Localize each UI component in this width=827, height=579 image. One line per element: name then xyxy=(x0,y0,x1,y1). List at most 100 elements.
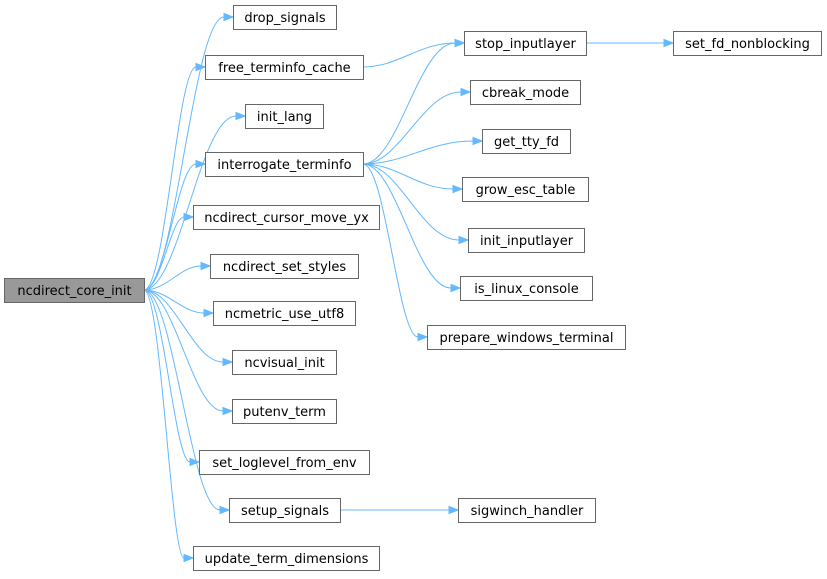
edge-arrowhead xyxy=(189,457,201,467)
edge-ncdirect-core-init-to-set-loglevel-from-env xyxy=(143,289,201,467)
node-box xyxy=(673,31,822,56)
edge-arrowhead xyxy=(663,38,675,48)
node-sigwinch-handler[interactable]: sigwinch_handler xyxy=(458,498,596,523)
node-label: is_linux_console xyxy=(474,282,578,297)
node-box xyxy=(193,205,380,230)
node-prepare-windows-terminal[interactable]: prepare_windows_terminal xyxy=(427,325,626,350)
edge-line xyxy=(143,289,224,363)
edge-ncdirect-core-init-to-update-term-dimensions xyxy=(143,289,195,563)
node-box xyxy=(460,276,593,301)
node-grow-esc-table[interactable]: grow_esc_table xyxy=(462,177,589,202)
node-box xyxy=(462,177,589,202)
node-box xyxy=(464,31,587,56)
edge-line xyxy=(143,265,202,291)
node-label: get_tty_fd xyxy=(494,135,559,150)
edge-line xyxy=(143,289,224,412)
edge-arrowhead xyxy=(223,12,235,22)
nodes-layer: ncdirect_core_init drop_signals free_termi… xyxy=(4,5,822,571)
edge-interrogate-terminfo-to-grow-esc-table xyxy=(362,163,464,194)
edge-line xyxy=(143,115,237,291)
node-init-lang[interactable]: init_lang xyxy=(245,104,324,129)
edge-line xyxy=(362,163,452,289)
node-label: drop_signals xyxy=(244,11,325,26)
node-label: interrogate_terminfo xyxy=(217,158,351,173)
edge-arrowhead xyxy=(448,505,460,515)
edge-ncdirect-core-init-to-ncvisual-init xyxy=(143,289,234,367)
edge-arrowhead xyxy=(219,505,231,515)
node-ncmetric-use-utf8[interactable]: ncmetric_use_utf8 xyxy=(213,301,356,326)
edge-arrowhead xyxy=(458,235,470,245)
edge-line xyxy=(362,42,456,165)
node-init-inputlayer[interactable]: init_inputlayer xyxy=(468,228,585,253)
node-get-tty-fd[interactable]: get_tty_fd xyxy=(482,129,571,154)
node-cbreak-mode[interactable]: cbreak_mode xyxy=(470,80,581,105)
node-update-term-dimensions[interactable]: update_term_dimensions xyxy=(193,546,380,571)
node-set-loglevel-from-env[interactable]: set_loglevel_from_env xyxy=(199,450,370,475)
node-label: ncdirect_cursor_move_yx xyxy=(204,211,369,226)
node-setup-signals[interactable]: setup_signals xyxy=(229,498,341,523)
node-label: ncdirect_core_init xyxy=(17,284,131,299)
node-label: ncdirect_set_styles xyxy=(223,260,347,275)
node-box xyxy=(470,80,581,105)
node-set-fd-nonblocking[interactable]: set_fd_nonblocking xyxy=(673,31,822,56)
node-ncdirect-core-init[interactable]: ncdirect_core_init xyxy=(4,278,145,303)
node-box xyxy=(427,325,626,350)
node-box xyxy=(482,129,571,154)
edge-line xyxy=(362,163,454,190)
node-label: putenv_term xyxy=(243,405,326,420)
edge-arrowhead xyxy=(460,87,472,97)
edge-arrowhead xyxy=(195,62,207,72)
node-label: sigwinch_handler xyxy=(471,504,584,519)
node-is-linux-console[interactable]: is_linux_console xyxy=(460,276,593,301)
node-label: stop_inputlayer xyxy=(475,37,576,52)
edge-line xyxy=(143,66,197,291)
node-label: set_fd_nonblocking xyxy=(685,37,810,52)
node-label: set_loglevel_from_env xyxy=(212,456,357,471)
node-label: prepare_windows_terminal xyxy=(440,331,614,346)
edge-line xyxy=(143,163,197,291)
node-label: ncvisual_init xyxy=(244,356,324,371)
edge-line xyxy=(362,91,462,165)
node-free-terminfo-cache[interactable]: free_terminfo_cache xyxy=(205,55,364,80)
node-ncdirect-set-styles[interactable]: ncdirect_set_styles xyxy=(210,254,359,279)
node-drop-signals[interactable]: drop_signals xyxy=(233,5,337,30)
node-box xyxy=(205,152,364,177)
node-box xyxy=(4,278,145,303)
node-label: free_terminfo_cache xyxy=(218,61,350,76)
edge-interrogate-terminfo-to-stop-inputlayer xyxy=(362,38,466,165)
edge-ncdirect-core-init-to-ncdirect-set-styles xyxy=(143,261,212,291)
edge-interrogate-terminfo-to-init-inputlayer xyxy=(362,163,470,245)
edge-arrowhead xyxy=(203,308,215,318)
edge-line xyxy=(143,289,185,559)
node-stop-inputlayer[interactable]: stop_inputlayer xyxy=(464,31,587,56)
node-box xyxy=(210,254,359,279)
edge-arrowhead xyxy=(183,553,195,563)
edge-ncdirect-core-init-to-setup-signals xyxy=(143,289,231,515)
edge-interrogate-terminfo-to-is-linux-console xyxy=(362,163,462,293)
edge-arrowhead xyxy=(472,136,484,146)
edge-line xyxy=(362,163,460,241)
edge-arrowhead xyxy=(417,332,429,342)
node-box xyxy=(458,498,596,523)
edge-stop-inputlayer-to-set-fd-nonblocking xyxy=(586,38,675,48)
node-putenv-term[interactable]: putenv_term xyxy=(232,399,337,424)
edge-line xyxy=(143,216,185,291)
edge-setup-signals-to-sigwinch-handler xyxy=(340,505,460,515)
edge-line xyxy=(362,140,474,165)
edge-ncdirect-core-init-to-putenv-term xyxy=(143,289,234,416)
edge-free-terminfo-cache-to-stop-inputlayer xyxy=(362,38,466,68)
node-box xyxy=(205,55,364,80)
edge-arrowhead xyxy=(235,111,247,121)
node-box xyxy=(229,498,341,523)
edge-ncdirect-core-init-to-drop-signals xyxy=(143,12,235,291)
edges-layer xyxy=(143,12,675,563)
edge-arrowhead xyxy=(452,184,464,194)
node-label: setup_signals xyxy=(241,504,329,519)
node-interrogate-terminfo[interactable]: interrogate_terminfo xyxy=(205,152,364,177)
node-label: grow_esc_table xyxy=(476,183,576,198)
node-ncdirect-cursor-move-yx[interactable]: ncdirect_cursor_move_yx xyxy=(193,205,380,230)
node-box xyxy=(193,546,380,571)
node-ncvisual-init[interactable]: ncvisual_init xyxy=(232,350,337,375)
edge-arrowhead xyxy=(222,357,234,367)
